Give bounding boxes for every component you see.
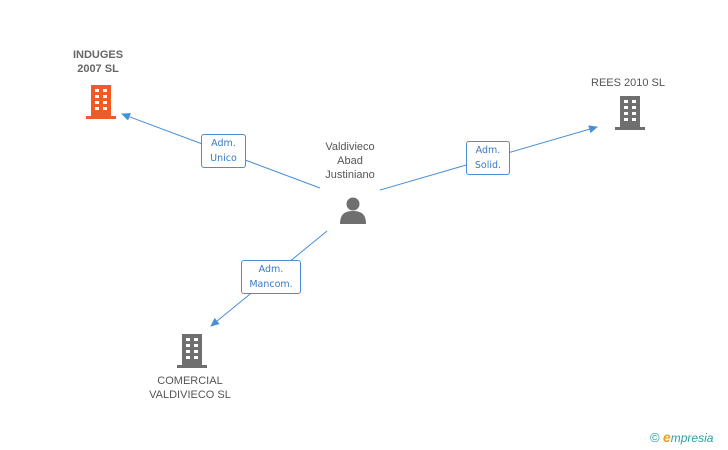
person-icon[interactable] [338, 195, 368, 225]
copyright-symbol: © [650, 430, 660, 445]
building-icon[interactable] [175, 333, 209, 369]
building-icon[interactable] [84, 84, 118, 120]
empresia-watermark: © empresia [650, 429, 713, 445]
brand-logo-e: e [662, 429, 671, 445]
center-person-name: Valdivieco Abad Justiniano [325, 141, 375, 181]
company-name-rees[interactable]: REES 2010 SL [591, 77, 665, 89]
company-name-induges[interactable]: INDUGES 2007 SL [72, 49, 124, 75]
building-icon[interactable] [613, 95, 647, 131]
edge-label-induges: Adm. Unico [201, 134, 246, 168]
company-name-comercial[interactable]: COMERCIAL VALDIVIECO SL [149, 375, 231, 401]
edge-label-comercial: Adm. Mancom. [241, 260, 301, 294]
edge-label-rees: Adm. Solid. [466, 141, 510, 175]
brand-logo-text: mpresia [670, 431, 714, 445]
